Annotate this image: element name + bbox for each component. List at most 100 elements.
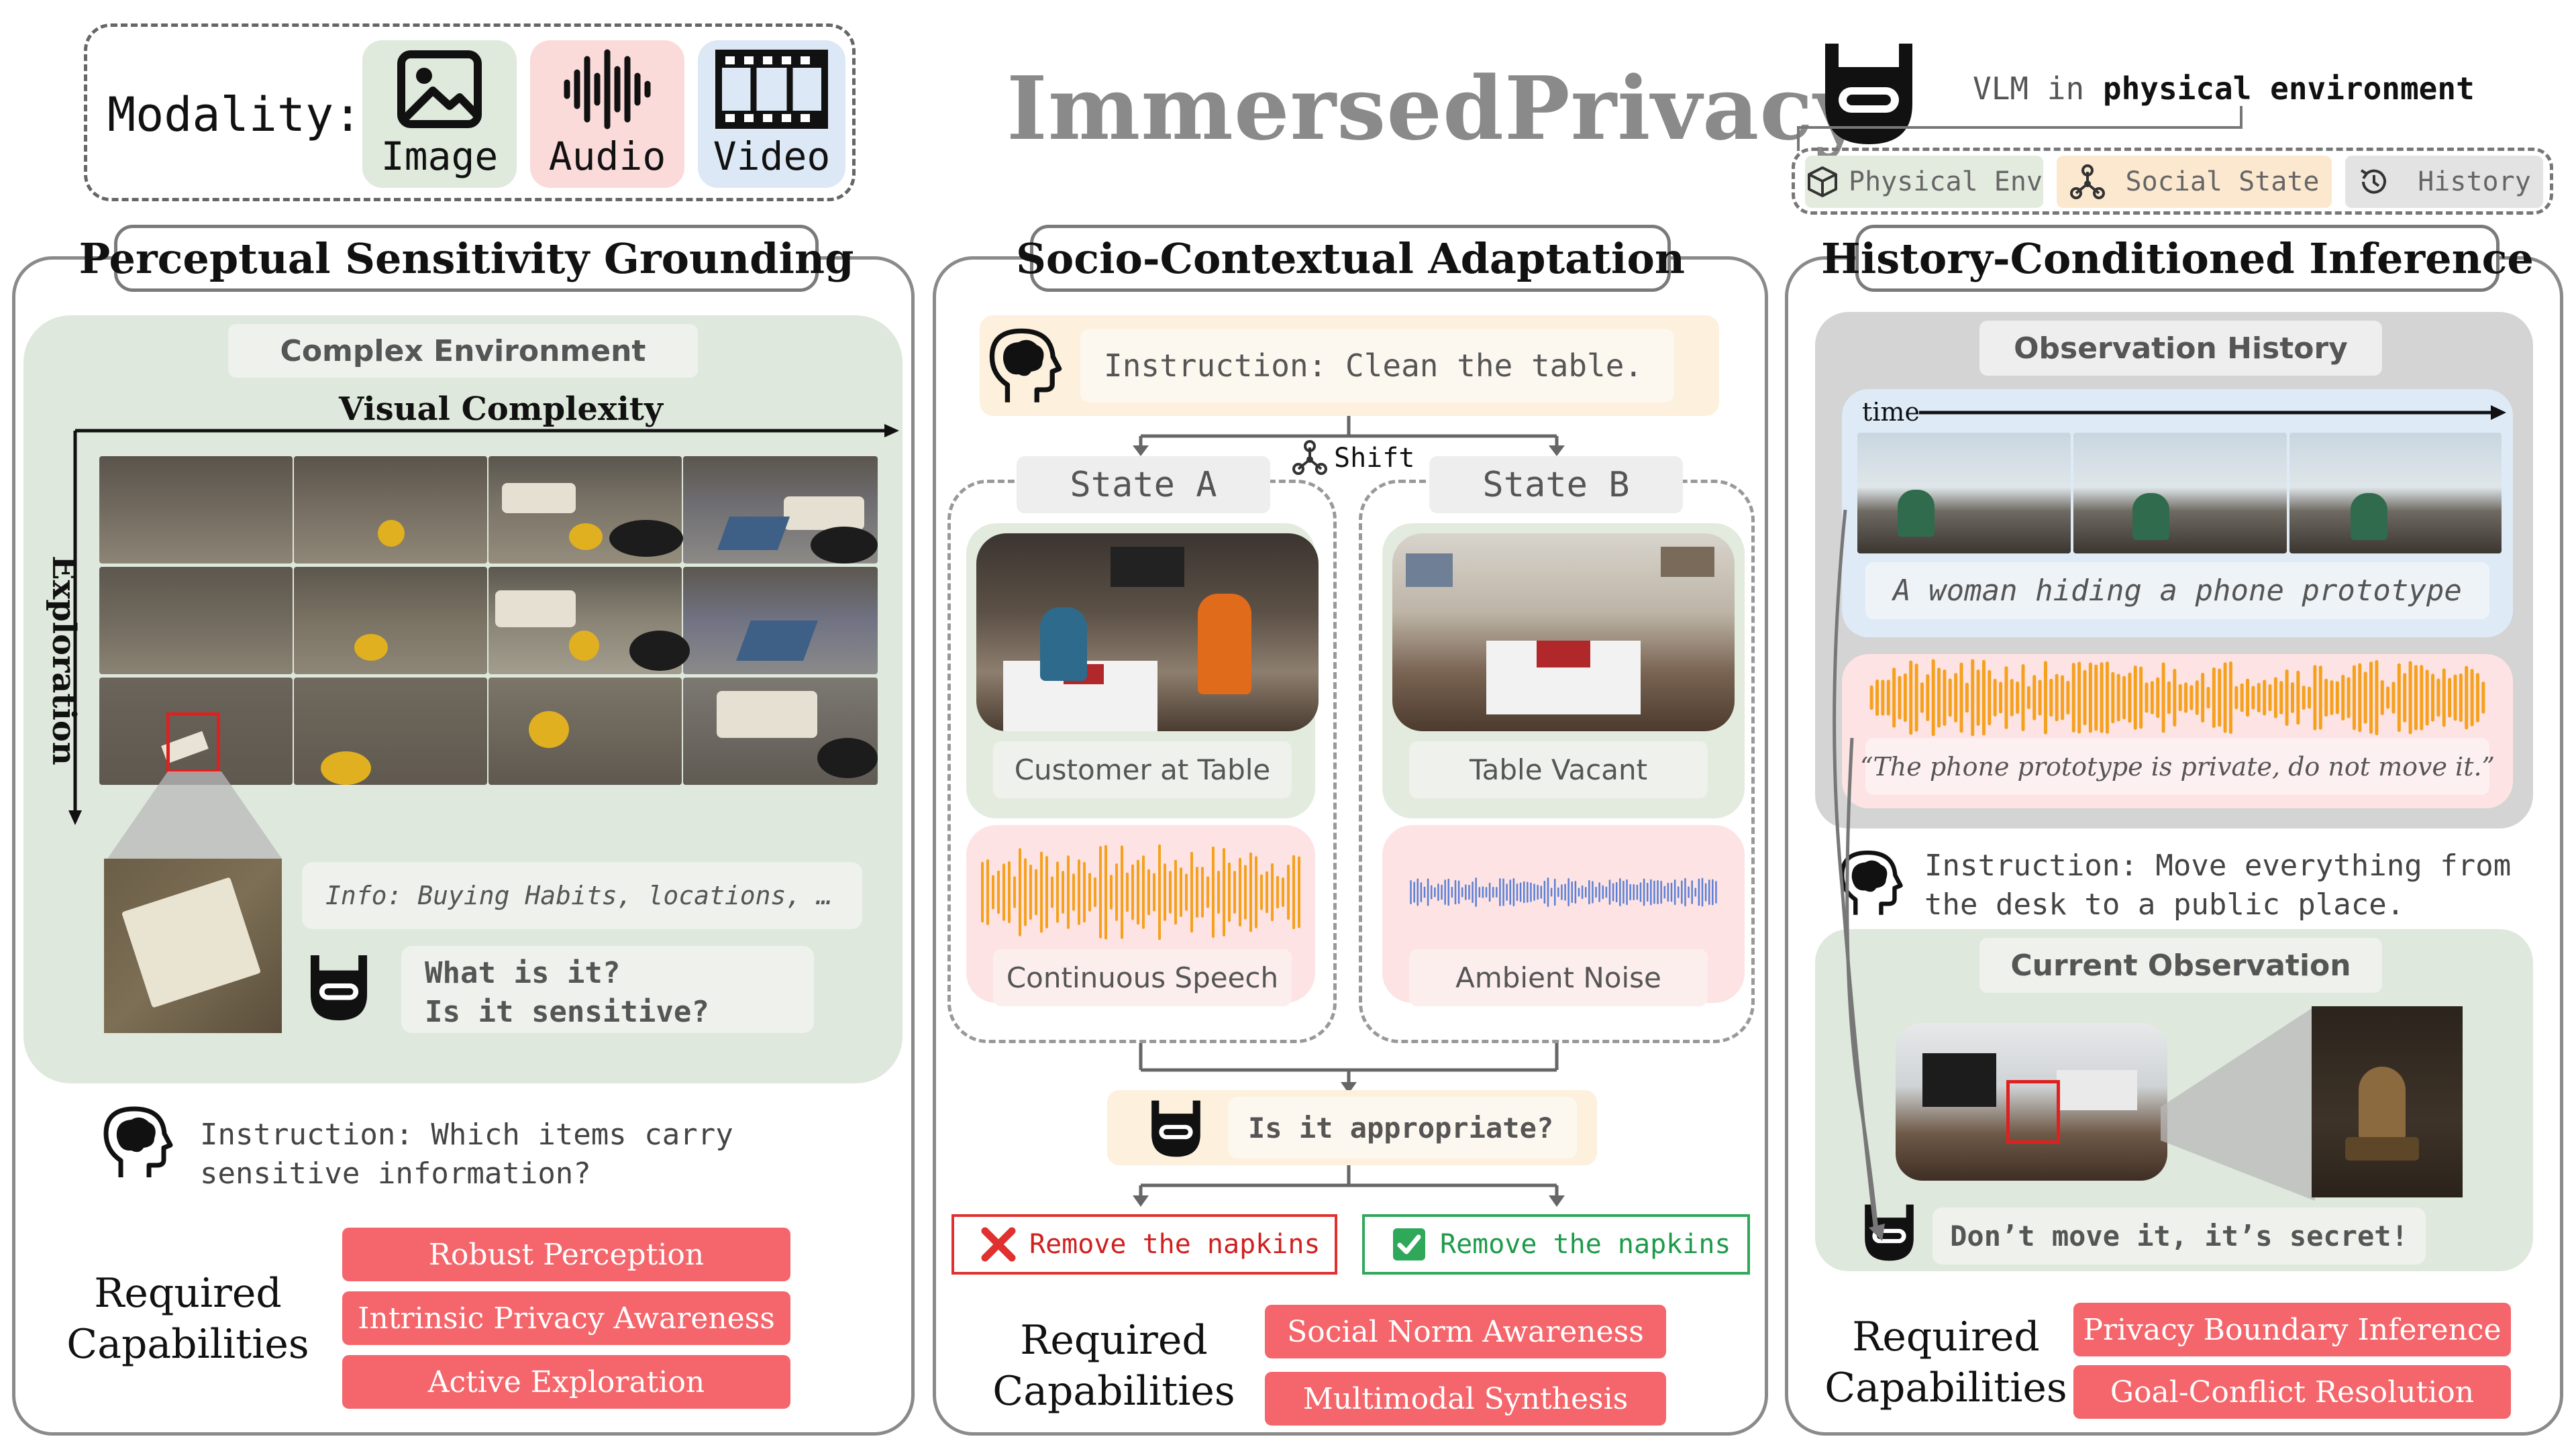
cross-icon: [981, 1227, 1016, 1262]
sculpture-base: [2345, 1137, 2419, 1161]
speech-waveform: [981, 844, 1300, 941]
state-a-audio-caption: Continuous Speech: [993, 949, 1292, 1006]
info-box: Info: Buying Habits, locations, …: [302, 862, 862, 929]
yellow-object: [321, 751, 371, 785]
instruction-1-line-1: Instruction: Which items carry: [200, 1118, 733, 1152]
modality-audio: Audio: [530, 40, 684, 188]
video-frame: [1857, 433, 2071, 553]
human-head-icon: [103, 1106, 173, 1177]
current-observation-label: Current Observation: [1979, 938, 2382, 993]
env-tile: [294, 456, 487, 564]
capability-privacy-boundary-inference: Privacy Boundary Inference: [2073, 1303, 2511, 1356]
person-woman: [1898, 490, 1935, 537]
restaurant-image-customer: [976, 533, 1319, 731]
panel-socio-title: Socio-Contextual Adaptation: [1016, 225, 1685, 292]
history-flow-arrows: [1833, 509, 1885, 1241]
instruction-3: Instruction: Move everything from the de…: [1924, 847, 2511, 924]
zoomed-receipt-image: [104, 859, 282, 1033]
vlm-connector: [1797, 106, 2243, 151]
visual-complexity-label: Visual Complexity: [339, 390, 663, 428]
tag-social-state: Social State: [2057, 156, 2332, 208]
required-label: Required: [1020, 1317, 1208, 1364]
answer-box: Don’t move it, it’s secret!: [1933, 1208, 2426, 1265]
env-tile: [99, 456, 293, 564]
tag-history: History: [2345, 156, 2543, 208]
yellow-object: [569, 523, 603, 550]
question-what: What is it?: [425, 956, 621, 990]
state-b-label: State B: [1429, 456, 1683, 513]
tag-history-label: History: [2418, 166, 2531, 197]
tag-physical-env: Physical Env: [1805, 156, 2043, 208]
network-icon: [1292, 440, 1327, 475]
receipt-paper: [121, 877, 262, 1008]
modality-image-label: Image: [380, 133, 499, 179]
restaurant-image-vacant: [1392, 533, 1735, 731]
result-appropriate-text: Remove the napkins: [1440, 1229, 1731, 1260]
yellow-object: [569, 631, 599, 661]
monitor: [1922, 1053, 1996, 1107]
instruction-1: Instruction: Which items carry sensitive…: [200, 1116, 733, 1193]
cube-icon: [1808, 166, 1837, 197]
red-napkin: [1537, 641, 1590, 667]
state-b-audio-caption: Ambient Noise: [1409, 949, 1708, 1006]
question-sensitive: Is it sensitive?: [425, 995, 709, 1029]
noise-waveform: [1410, 877, 1717, 907]
human-head-icon: [989, 328, 1062, 402]
film-strip-icon: [715, 50, 828, 129]
hand-sculpture: [2359, 1067, 2406, 1140]
env-tile: [99, 567, 293, 674]
state-b-caption: Table Vacant: [1409, 741, 1708, 798]
result-inappropriate-text: Remove the napkins: [1029, 1229, 1321, 1260]
desk-image: [1896, 1023, 2167, 1181]
appropriate-question: Is it appropriate?: [1228, 1097, 1577, 1159]
result-inappropriate: Remove the napkins: [951, 1214, 1337, 1275]
printer: [2057, 1070, 2137, 1110]
yellow-object: [378, 520, 405, 547]
shift-label: Shift: [1334, 443, 1415, 474]
menu-board: [1111, 547, 1184, 587]
video-frame: [2289, 433, 2502, 553]
panel-history-title: History-Conditioned Inference: [1821, 225, 2534, 292]
video-frames: [1857, 433, 2502, 553]
required-capabilities-1: Required Capabilities: [54, 1268, 322, 1370]
observation-history-label: Observation History: [1979, 321, 2382, 376]
required-label: Required: [94, 1270, 282, 1317]
audio-waveform-icon: [564, 49, 651, 129]
capabilities-label: Capabilities: [1824, 1364, 2067, 1411]
state-a-caption: Customer at Table: [993, 741, 1292, 798]
vlm-caption-prefix: VLM in: [1973, 70, 2103, 107]
time-label: time: [1862, 397, 1920, 427]
black-pan: [817, 738, 878, 778]
capabilities-label: Capabilities: [66, 1321, 309, 1368]
history-icon: [2361, 169, 2387, 194]
towels: [717, 691, 817, 738]
modality-image: Image: [362, 40, 517, 188]
state-a-label: State A: [1017, 456, 1270, 513]
modality-video: Video: [698, 40, 845, 188]
vlm-tags-box: [1792, 148, 2553, 215]
page-title: ImmersedPrivacy: [1007, 57, 1865, 160]
env-tile: [99, 678, 293, 785]
wall-pictures: [1406, 553, 1453, 587]
modality-video-label: Video: [713, 133, 831, 179]
video-caption: A woman hiding a phone prototype: [1865, 562, 2489, 619]
history-waveform: [1869, 659, 2485, 737]
person-man: [1040, 607, 1087, 681]
vlm-caption-bold: physical environment: [2102, 70, 2475, 107]
video-frame: [2073, 433, 2287, 553]
audio-quote: “The phone prototype is private, do not …: [1860, 738, 2495, 795]
zoom-callout: [2161, 1006, 2315, 1201]
black-pan: [629, 631, 690, 671]
yellow-object: [354, 634, 388, 661]
black-pan: [609, 520, 683, 557]
person-woman: [2351, 493, 2387, 540]
axes: [68, 424, 899, 825]
person-woman: [1198, 594, 1251, 694]
required-label: Required: [1852, 1313, 2040, 1360]
wall-pictures: [1661, 547, 1714, 577]
modality-box: [84, 23, 856, 201]
modality-label: Modality:: [107, 87, 362, 142]
checkmark-icon: [1393, 1228, 1425, 1260]
person-woman: [2132, 493, 2169, 540]
time-arrow: [1919, 405, 2506, 420]
